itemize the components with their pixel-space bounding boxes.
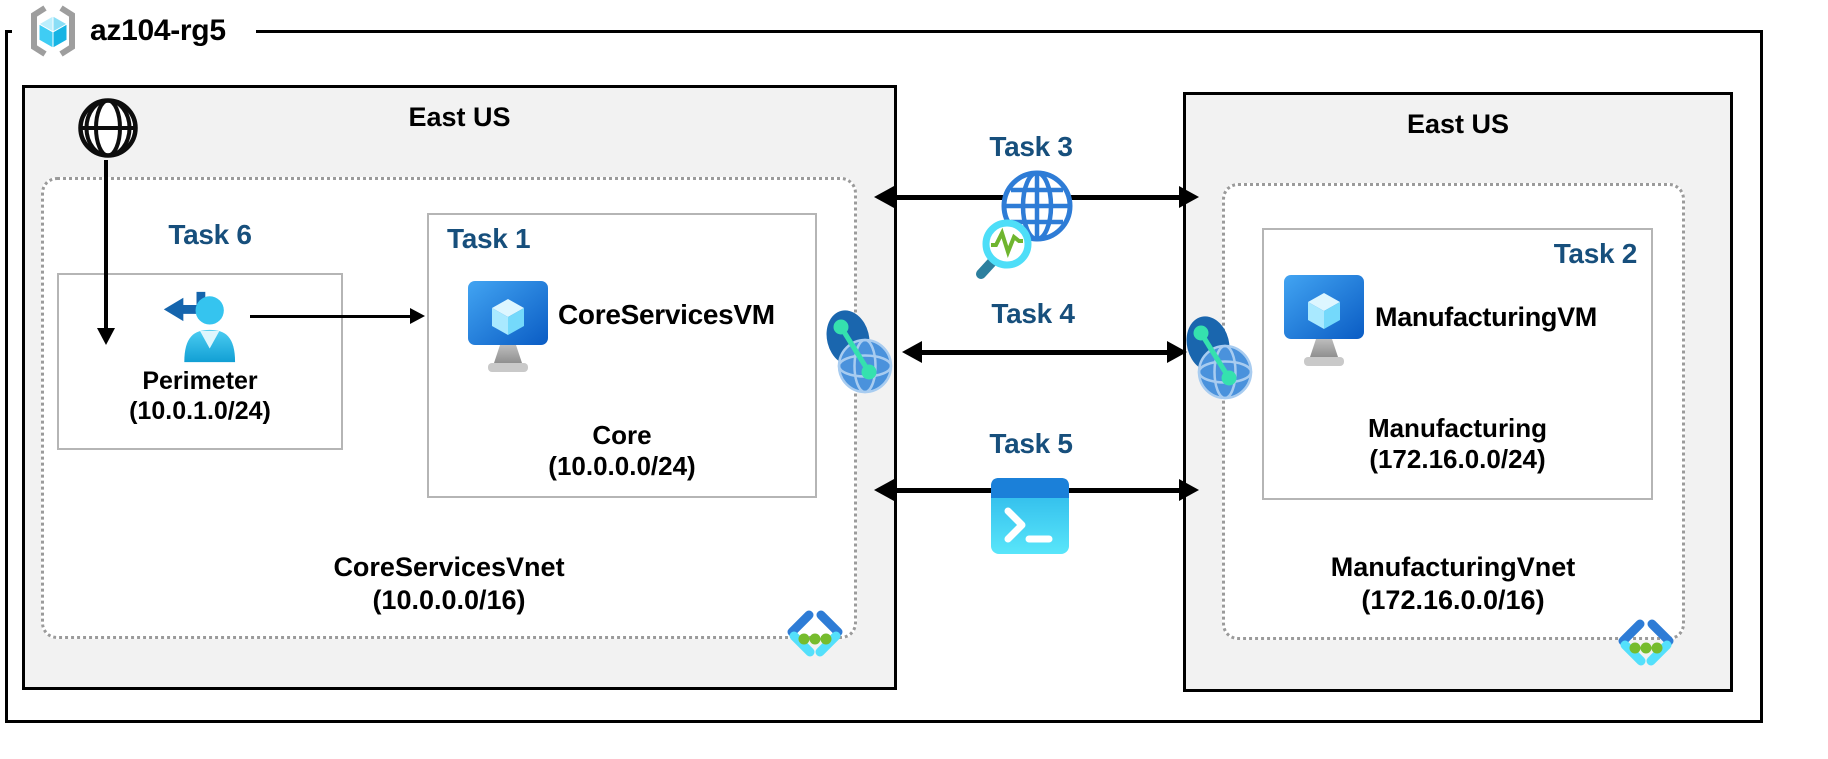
vnet-icon-left [787, 610, 843, 657]
core-services-vm-name: CoreServicesVM [558, 299, 775, 330]
internet-arrow-line [104, 160, 108, 330]
task4-arrow-head-right [1167, 341, 1187, 363]
internet-arrow-head [97, 328, 115, 345]
perimeter-subnet-cidr: (10.0.1.0/24) [129, 397, 271, 425]
task5-arrow-head-left [874, 479, 894, 501]
peering-icon-left [826, 310, 893, 394]
core-services-vm-icon [468, 281, 548, 372]
resource-group-icon [31, 5, 75, 57]
task4-label: Task 4 [991, 298, 1075, 329]
manufacturing-vnet-name: ManufacturingVnet [1330, 552, 1576, 582]
task4-arrow-line [917, 350, 1169, 355]
core-vnet-cidr: (10.0.0.0/16) [372, 585, 526, 615]
manufacturing-subnet-name: Manufacturing [1367, 413, 1548, 443]
network-watcher-icon [976, 170, 1073, 279]
perimeter-to-vm-arrow-line [250, 315, 412, 318]
resource-group-label: az104-rg5 [12, 0, 256, 62]
resource-group-frame [5, 30, 1763, 723]
vnet-icon-right [1618, 619, 1674, 666]
resource-group-name: az104-rg5 [90, 14, 226, 47]
task5-arrow-head-right [1179, 479, 1199, 501]
perimeter-to-vm-arrow-head [410, 308, 425, 324]
powershell-icon [991, 478, 1069, 554]
perimeter-subnet-name: Perimeter [142, 367, 258, 395]
peering-icon-right [1186, 316, 1253, 400]
task3-label: Task 3 [989, 131, 1073, 162]
task5-label: Task 5 [989, 428, 1073, 459]
core-subnet-cidr: (10.0.0.0/24) [548, 451, 696, 481]
task1-label: Task 1 [447, 223, 531, 254]
manufacturing-vm-icon [1284, 275, 1364, 366]
core-vnet-name: CoreServicesVnet [333, 552, 565, 582]
internet-globe-icon [78, 98, 138, 158]
task6-label: Task 6 [168, 219, 252, 250]
perimeter-user-icon [163, 291, 236, 363]
task3-arrow-head-left [874, 186, 894, 208]
task3-arrow-head-right [1179, 186, 1199, 208]
manufacturing-subnet-cidr: (172.16.0.0/24) [1369, 444, 1546, 474]
region-title-right: East US [1406, 109, 1510, 139]
manufacturing-vm-name: ManufacturingVM [1375, 302, 1597, 332]
task4-arrow-head-left [902, 341, 922, 363]
task1-box: Task 1 [427, 213, 817, 498]
manufacturing-vnet-cidr: (172.16.0.0/16) [1361, 585, 1545, 615]
region-title-left: East US [408, 102, 511, 132]
task2-label: Task 2 [1553, 238, 1638, 269]
core-subnet-name: Core [592, 420, 652, 450]
